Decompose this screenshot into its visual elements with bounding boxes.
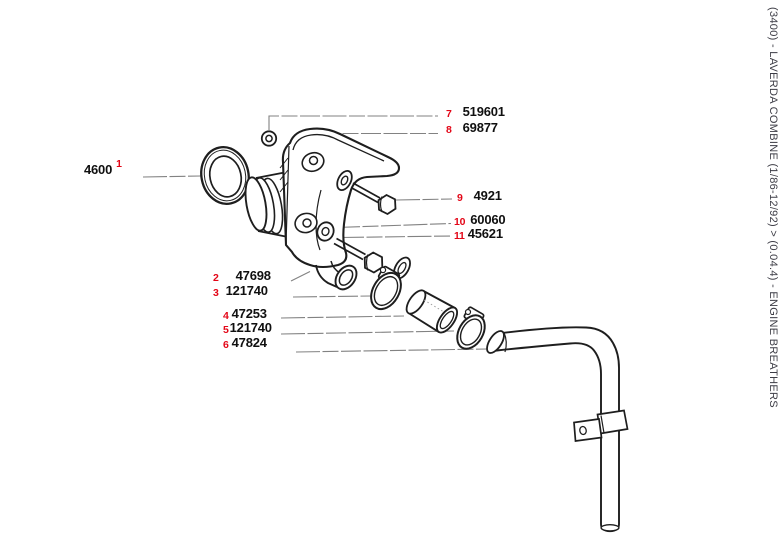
leader-9 bbox=[395, 198, 453, 201]
part-index: 11 bbox=[454, 230, 465, 242]
pipe-bracket bbox=[573, 409, 629, 442]
leader-2 bbox=[290, 271, 311, 282]
part-label-2[interactable]: 2 47698 bbox=[213, 269, 271, 284]
lower-bolt-head bbox=[363, 251, 384, 274]
leader-3 bbox=[292, 295, 372, 298]
part-label-4[interactable]: 4 47253 bbox=[223, 307, 267, 322]
leader-5 bbox=[280, 330, 455, 335]
part-label-1[interactable]: 4600 1 bbox=[84, 159, 122, 177]
outlet-elbow bbox=[315, 264, 338, 288]
part-number[interactable]: 4600 bbox=[84, 162, 113, 177]
part-index: 1 bbox=[116, 158, 122, 170]
pipe-end-cap bbox=[600, 524, 620, 532]
upper-bolt bbox=[336, 169, 397, 216]
lower-washer bbox=[316, 221, 335, 242]
leader-4 bbox=[280, 315, 405, 319]
part-label-9[interactable]: 9 4921 bbox=[457, 189, 502, 204]
breather-pipe bbox=[486, 326, 629, 533]
hose-clamp-2 bbox=[456, 306, 486, 350]
part-label-10[interactable]: 10 60060 bbox=[454, 212, 506, 228]
part-index: 9 bbox=[457, 192, 463, 204]
hose-clamp-1 bbox=[370, 265, 402, 311]
part-number[interactable]: 121740 bbox=[229, 320, 272, 335]
lower-bolt bbox=[333, 237, 411, 280]
bracket-hole bbox=[579, 425, 587, 436]
leader-10 bbox=[335, 222, 452, 229]
upper-bolt-head bbox=[377, 193, 397, 216]
top-washer bbox=[260, 130, 278, 147]
part-index: 2 bbox=[213, 272, 219, 284]
part-number[interactable]: 60060 bbox=[470, 212, 506, 227]
part-number[interactable]: 45621 bbox=[467, 226, 503, 241]
part-index: 5 bbox=[223, 324, 229, 336]
part-index: 3 bbox=[213, 287, 219, 299]
part-index: 4 bbox=[223, 310, 229, 322]
leader-6 bbox=[295, 348, 488, 353]
outlet-elbow-ring bbox=[334, 264, 358, 291]
part-number[interactable]: 121740 bbox=[225, 283, 268, 298]
breather-housing bbox=[279, 127, 401, 288]
part-number[interactable]: 47253 bbox=[231, 306, 267, 321]
catalog-breadcrumb: (3400) - LAVERDA COMBINE (1/86-12/92) > … bbox=[767, 7, 779, 408]
housing-inlet-neck bbox=[244, 171, 289, 238]
leader-7 bbox=[268, 115, 438, 130]
part-label-8[interactable]: 8 69877 bbox=[446, 121, 498, 136]
pipe-inlet-bead bbox=[486, 330, 505, 354]
part-number[interactable]: 519601 bbox=[462, 104, 505, 119]
part-number[interactable]: 47698 bbox=[235, 268, 271, 283]
part-number[interactable]: 4921 bbox=[473, 188, 502, 203]
part-index: 8 bbox=[446, 124, 452, 136]
part-label-11[interactable]: 11 45621 bbox=[454, 227, 503, 242]
part-index: 7 bbox=[446, 108, 452, 120]
part-number[interactable]: 69877 bbox=[462, 120, 498, 135]
leader-1 bbox=[142, 175, 202, 178]
flange-hatching bbox=[279, 157, 289, 193]
part-label-6[interactable]: 6 47824 bbox=[223, 336, 267, 351]
leader-11 bbox=[339, 235, 452, 239]
part-index: 10 bbox=[454, 216, 466, 228]
seal-ring bbox=[200, 146, 250, 205]
part-label-5[interactable]: 5 121740 bbox=[223, 321, 272, 336]
rubber-hose bbox=[405, 289, 459, 334]
part-index: 6 bbox=[223, 339, 229, 351]
part-label-7[interactable]: 7 519601 bbox=[446, 105, 505, 120]
part-label-3[interactable]: 3 121740 bbox=[213, 284, 268, 299]
part-number[interactable]: 47824 bbox=[231, 335, 267, 350]
